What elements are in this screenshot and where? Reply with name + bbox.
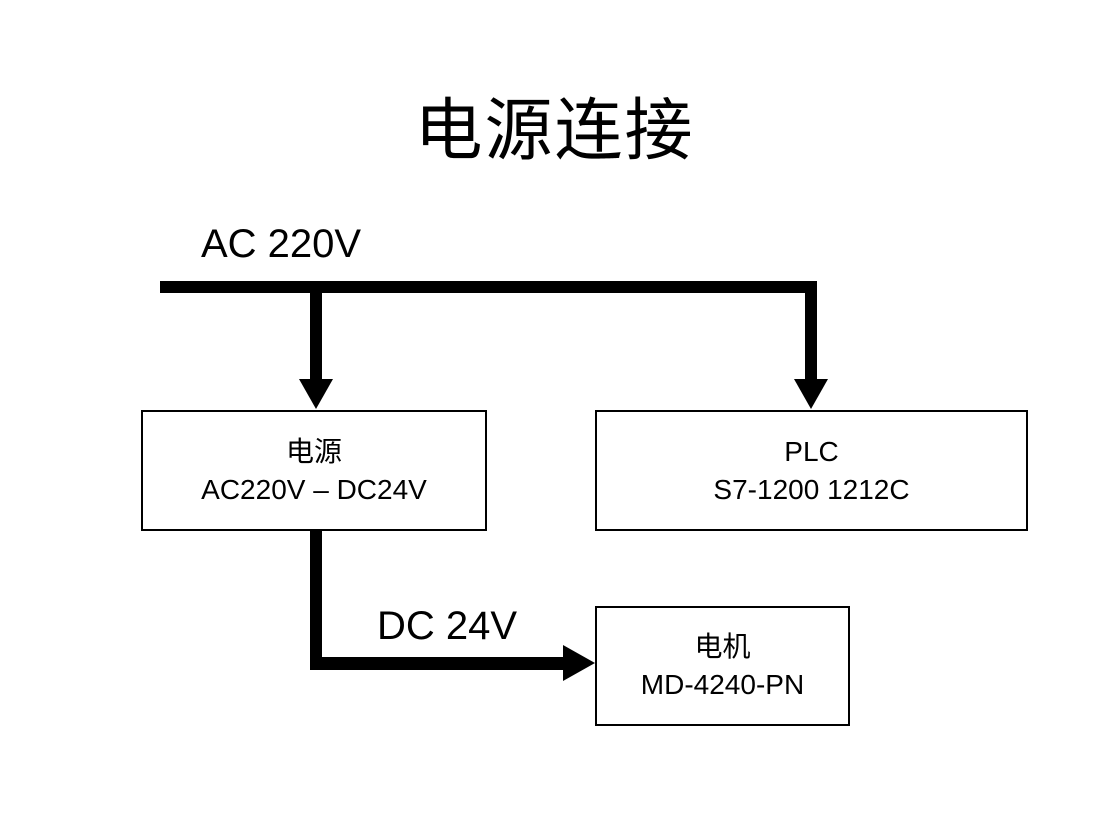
arrowhead-down-power-icon [299,379,333,409]
node-power-supply-spec: AC220V – DC24V [201,473,427,505]
node-motor-spec: MD-4240-PN [640,669,805,700]
node-plc: PLC S7-1200 1212C [595,410,1028,531]
connector-power-down-stem [310,531,322,670]
node-plc-name: PLC [784,435,839,467]
arrowhead-right-motor-icon [563,645,595,681]
connector-dc-to-motor-line [310,657,563,670]
node-power-supply-name: 电源 [285,435,342,467]
label-dc-24v: DC 24V [377,604,518,648]
node-power-supply: 电源 AC220V – DC24V [141,410,487,531]
connector-ac-bus-line [160,281,817,293]
node-motor-name: 电机 [694,631,751,662]
label-ac-220v: AC 220V [201,222,362,266]
connector-bus-to-plc-stem [805,281,817,381]
node-motor: 电机 MD-4240-PN [595,606,850,726]
arrowhead-down-plc-icon [794,379,828,409]
connector-bus-to-power-stem [310,293,322,381]
page-title: 电源连接 [414,93,695,169]
node-plc-spec: S7-1200 1212C [713,473,910,505]
